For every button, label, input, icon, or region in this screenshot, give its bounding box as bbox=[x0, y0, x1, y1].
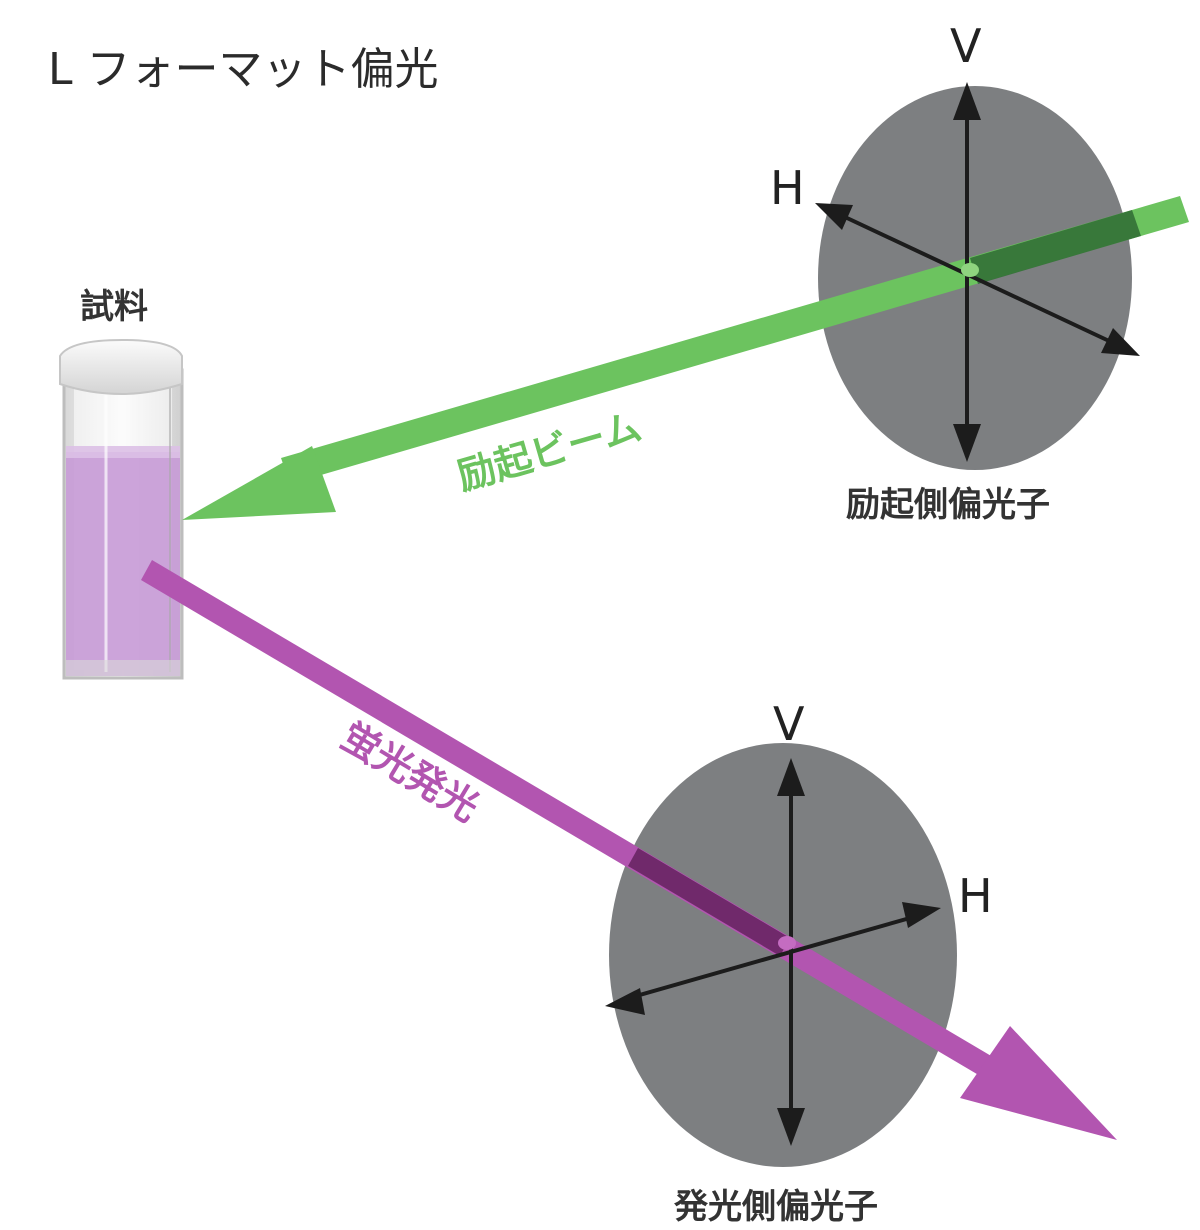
excitation-beam-arrowhead bbox=[182, 446, 336, 520]
fluorescence-beam-shaft bbox=[141, 560, 998, 1080]
sample-liquid bbox=[66, 452, 180, 676]
excitation-h-arrow-left bbox=[815, 203, 853, 230]
excitation-v-arrow-down bbox=[953, 424, 981, 462]
emission-polarizer-axes bbox=[605, 758, 941, 1146]
emission-h-arrow-right bbox=[902, 902, 941, 928]
sample-label: 試料 bbox=[80, 287, 148, 327]
excitation-v-label: V bbox=[950, 19, 982, 73]
emission-v-label: V bbox=[773, 697, 805, 751]
emission-polarizer-caption: 発光側偏光子 bbox=[674, 1187, 878, 1227]
emission-v-arrow-down bbox=[777, 1108, 805, 1146]
cuvette-cap bbox=[59, 338, 183, 396]
emission-h-label: H bbox=[958, 869, 993, 923]
excitation-polarizer-caption: 励起側偏光子 bbox=[846, 485, 1050, 525]
excitation-v-arrow-up bbox=[953, 82, 981, 120]
excitation-h-label: H bbox=[770, 161, 805, 215]
emission-h-arrow-left bbox=[605, 988, 645, 1015]
fluorescence-beam bbox=[141, 560, 1117, 1140]
excitation-h-arrow-right bbox=[1101, 328, 1140, 356]
emission-v-arrow-up bbox=[777, 758, 805, 796]
fluorescence-beam-arrowhead bbox=[960, 1026, 1117, 1140]
diagram-title: L フォーマット偏光 bbox=[48, 44, 439, 95]
sample-cuvette bbox=[59, 338, 184, 680]
